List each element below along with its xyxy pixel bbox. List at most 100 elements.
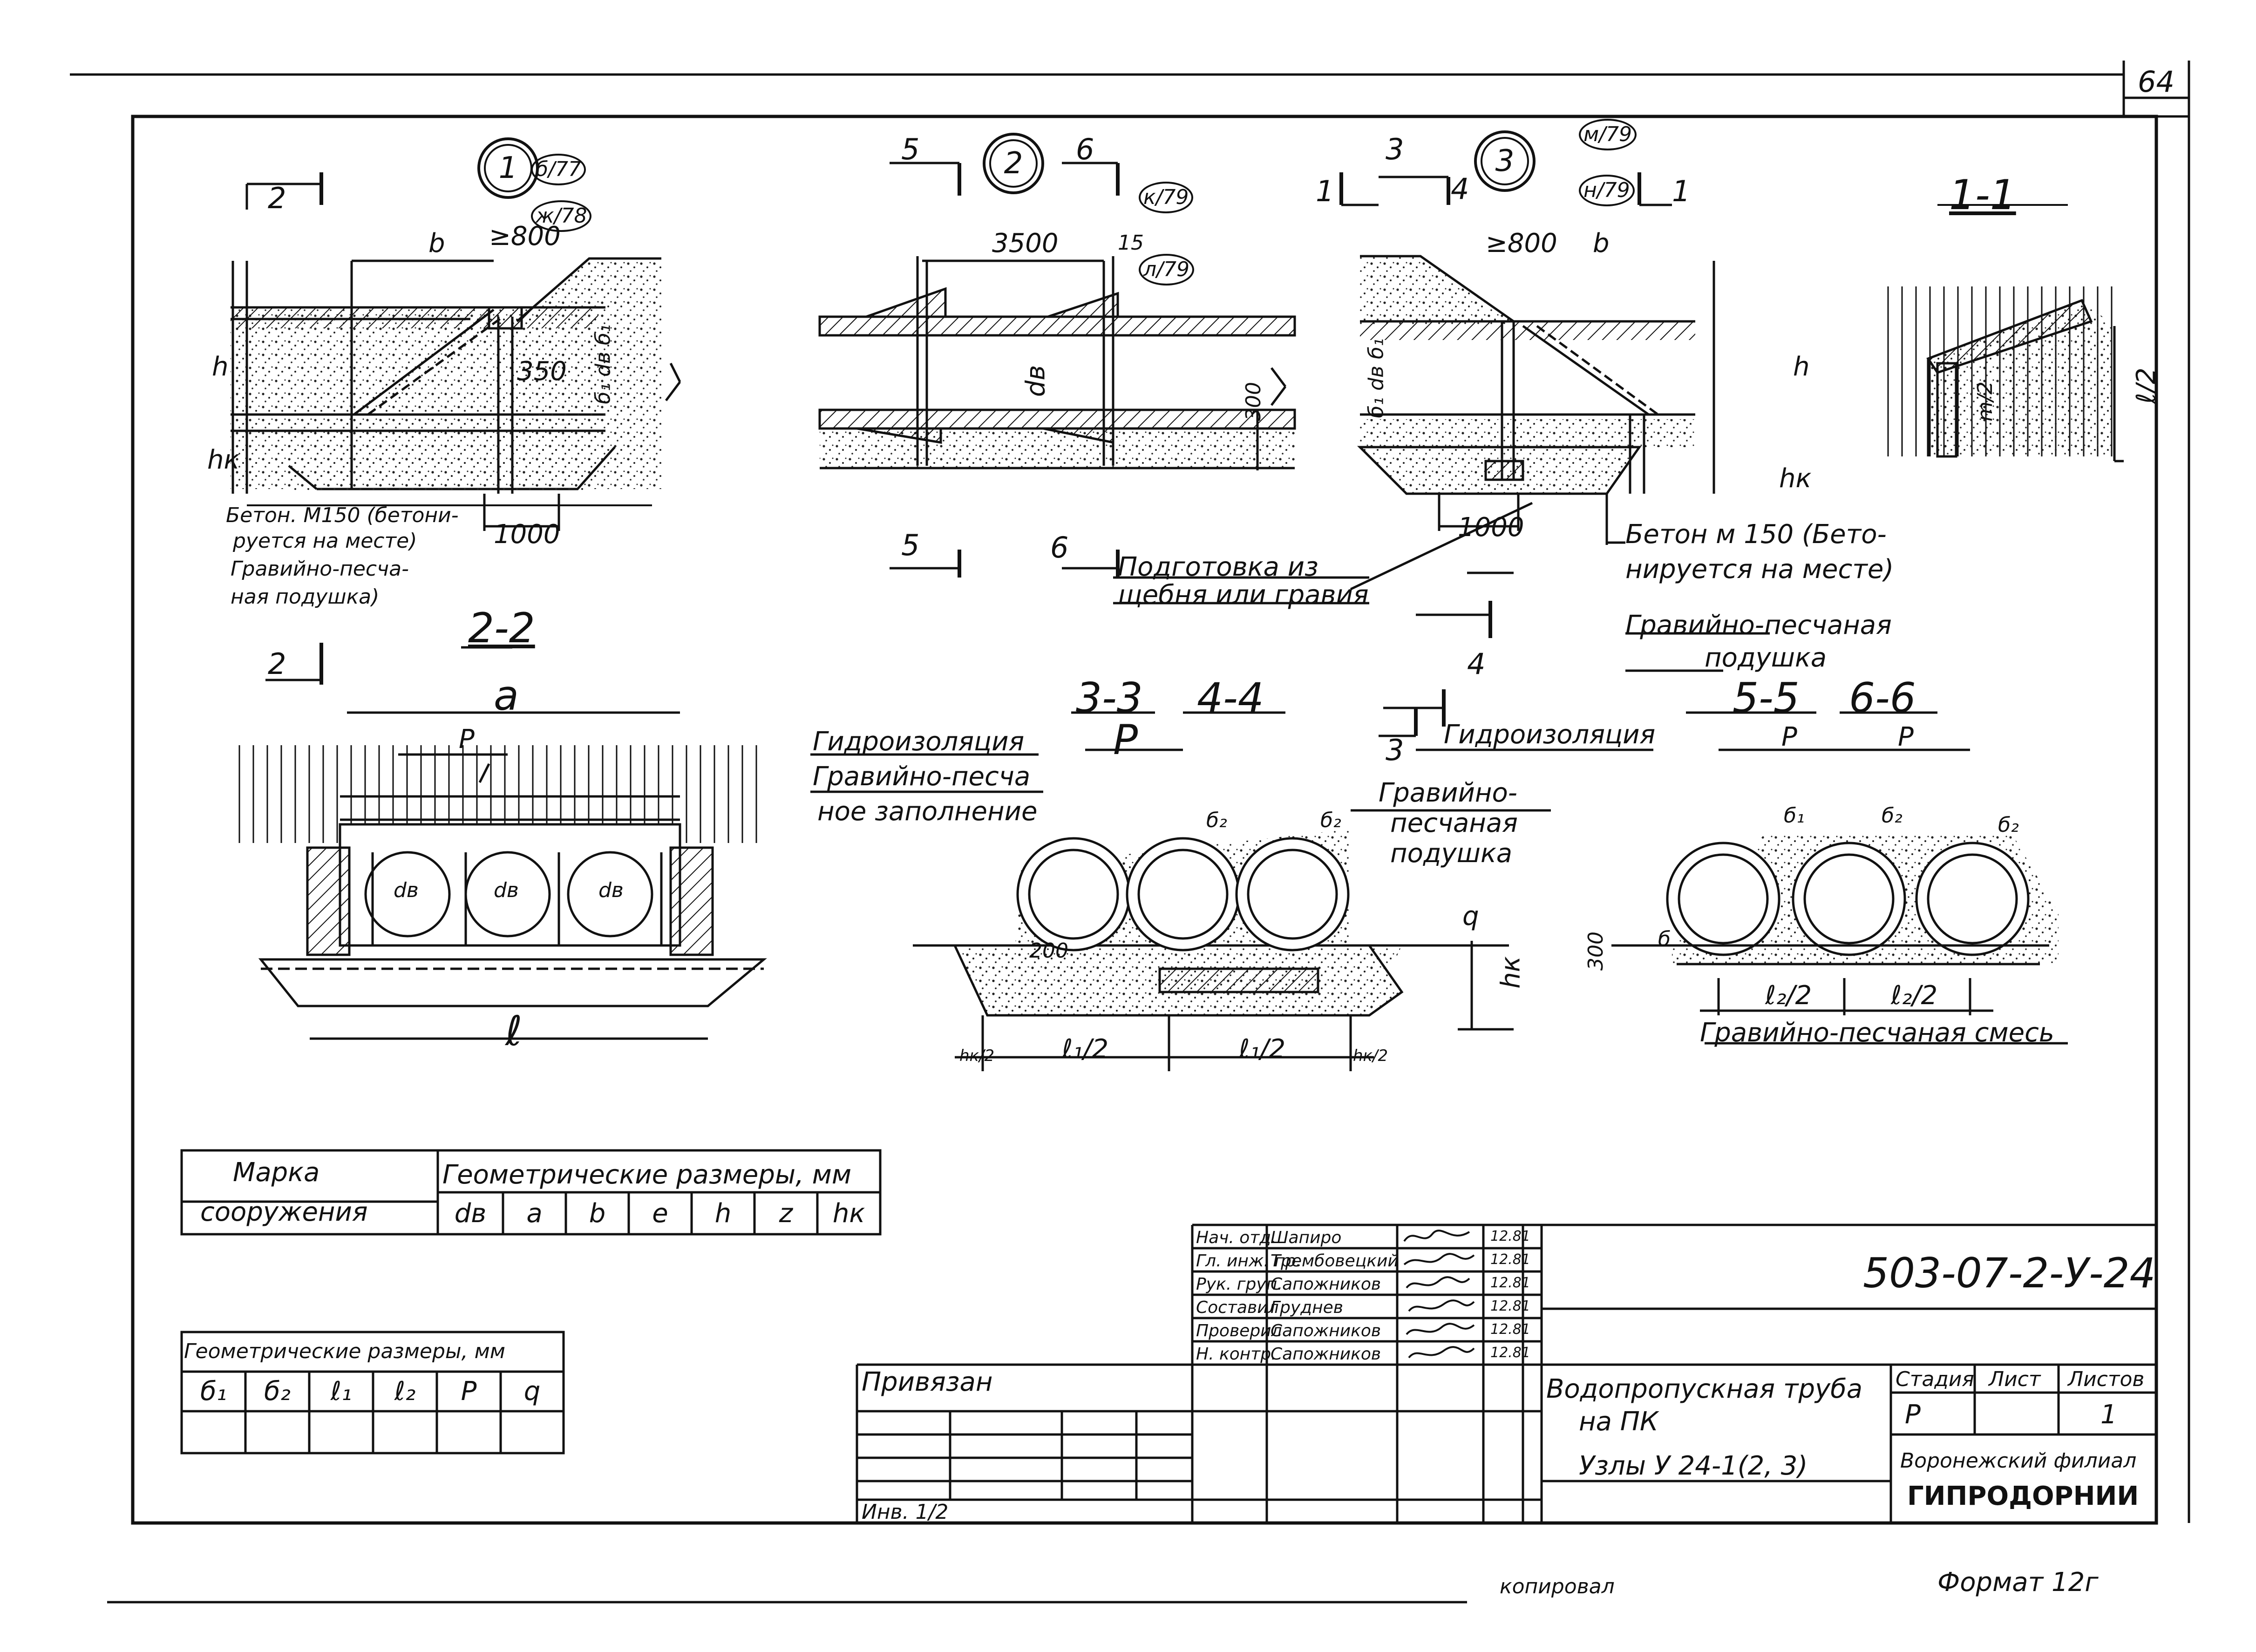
table2-col-l1: ℓ₁ bbox=[330, 1376, 352, 1407]
section-mark-1-left: 1 bbox=[1316, 174, 1334, 208]
tb-name-6: Сапожников bbox=[1271, 1345, 1381, 1364]
node-3-drawing bbox=[1339, 172, 1770, 727]
node-1-ref-b: ж/78 bbox=[531, 200, 592, 232]
tb-stage-header: Стадия bbox=[1896, 1367, 1974, 1391]
section-title-6-6: 6-6 bbox=[1849, 674, 1916, 722]
sheet-number: 64 bbox=[2138, 65, 2174, 99]
dim-1-b: b bbox=[428, 228, 445, 258]
node-1-marker: 1 bbox=[477, 137, 539, 199]
section-title-3-3: 3-3 bbox=[1076, 674, 1143, 722]
section-mark-2-bottom: 2 bbox=[268, 647, 286, 681]
tables-grid bbox=[180, 1149, 882, 1455]
note-1-concrete-2: руется на месте) bbox=[233, 529, 417, 553]
section-title-2-2: 2-2 bbox=[468, 604, 535, 652]
tb-role-5: Проверил bbox=[1196, 1321, 1282, 1340]
node-1-label: 1 bbox=[498, 151, 518, 185]
section-title-1-1: 1-1 bbox=[1949, 171, 2016, 219]
node-2-label: 2 bbox=[1004, 146, 1023, 181]
node-2-ref-a: к/79 bbox=[1139, 182, 1194, 213]
dim-33-b2-2: б₂ bbox=[1320, 809, 1341, 832]
dim-11-l2: ℓ/2 bbox=[2131, 367, 2161, 404]
table1-col-e: e bbox=[652, 1198, 668, 1229]
tb-name-3: Сапожников bbox=[1271, 1275, 1381, 1294]
drawing-code: 503-07-2-У-24 bbox=[1863, 1249, 2156, 1297]
tb-org-1: Воронежский филиал bbox=[1900, 1449, 2137, 1473]
tb-sheets-header: Листов bbox=[2068, 1367, 2145, 1391]
node-1-drawing bbox=[231, 172, 681, 531]
dim-2-15: 15 bbox=[1118, 231, 1144, 255]
tb-date-5: 12.81 bbox=[1490, 1321, 1530, 1338]
format-label: Формат 12г bbox=[1937, 1567, 2099, 1598]
table2-col-q: q bbox=[523, 1376, 541, 1407]
tb-sheet-value: 1 bbox=[2100, 1400, 2117, 1430]
tb-title-1: Водопропускная труба bbox=[1546, 1374, 1863, 1404]
copied-label: копировал bbox=[1500, 1575, 1615, 1598]
dim-3-side: б₁ dв б₁ bbox=[1364, 338, 1388, 418]
section-mark-3-top: 3 bbox=[1386, 132, 1404, 166]
tb-name-4: Груднев bbox=[1271, 1298, 1344, 1317]
note-2-prep: Подготовка из bbox=[1118, 552, 1318, 582]
note-4-fill-2: ное заполнение bbox=[817, 796, 1038, 827]
dim-55-p2: P bbox=[1898, 722, 1914, 752]
section-title-4-4: 4-4 bbox=[1197, 674, 1264, 722]
dim-3-1000: 1000 bbox=[1458, 512, 1524, 543]
dim-1-350: 350 bbox=[517, 356, 567, 387]
dim-1-hk: hк bbox=[207, 445, 240, 475]
section-mark-4-bottom: 4 bbox=[1467, 647, 1486, 681]
sheet-frame bbox=[70, 61, 2190, 1604]
dim-33-p: P bbox=[1113, 716, 1138, 764]
tb-stage-value: Р bbox=[1905, 1400, 1921, 1430]
table1-col-b: b bbox=[589, 1198, 606, 1229]
note-1-gravel: Гравийно-песча- bbox=[231, 557, 409, 581]
table1-col-a: a bbox=[526, 1198, 543, 1229]
section-5-5-6-6-drawing bbox=[1593, 711, 2068, 1045]
tb-date-3: 12.81 bbox=[1490, 1275, 1530, 1291]
section-mark-6-top: 6 bbox=[1076, 132, 1094, 166]
tb-name-1: Шапиро bbox=[1271, 1228, 1342, 1247]
note-4-hydro-2: Гидроизоляция bbox=[1444, 720, 1656, 750]
dim-11-m2: m/2 bbox=[1973, 381, 1997, 421]
node-2-drawing bbox=[818, 162, 1533, 605]
table2-col-p: P bbox=[461, 1376, 477, 1407]
tb-role-4: Составил bbox=[1196, 1298, 1279, 1317]
section-1-1-drawing bbox=[1882, 204, 2124, 462]
section-mark-2-top: 2 bbox=[268, 181, 286, 215]
dim-1-h: h bbox=[212, 352, 229, 382]
note-1-gravel-2: ная подушка) bbox=[231, 585, 380, 609]
dim-55-b1: б₁ bbox=[1784, 804, 1805, 828]
dim-1-800: ≥800 bbox=[489, 221, 561, 252]
dim-2-3500: 3500 bbox=[992, 228, 1059, 258]
table1-geom-label: Геометрические размеры, мм bbox=[442, 1160, 852, 1190]
dim-55-b2-1: б₂ bbox=[1882, 804, 1903, 828]
table2-col-b1: б₁ bbox=[200, 1376, 227, 1407]
table1-col-dv: dв bbox=[454, 1198, 487, 1229]
tb-date-2: 12.81 bbox=[1490, 1251, 1530, 1268]
table1-mark-label: Марка bbox=[233, 1157, 320, 1188]
note-2-prep-2: щебня или гравия bbox=[1118, 580, 1369, 610]
dim-22-p: P bbox=[459, 724, 475, 755]
dim-55-b: б bbox=[1658, 927, 1671, 951]
dim-22-dv-2: dв bbox=[494, 878, 519, 902]
section-mark-5-bottom: 5 bbox=[901, 528, 920, 562]
dim-3-b: b bbox=[1593, 228, 1610, 258]
tb-title-2: на ПК bbox=[1579, 1407, 1658, 1437]
dim-2-300: 300 bbox=[1241, 382, 1265, 421]
tb-date-1: 12.81 bbox=[1490, 1228, 1530, 1244]
table1-col-h: h bbox=[714, 1198, 732, 1229]
dim-55-l2: ℓ₂/2 bbox=[1891, 980, 1938, 1011]
dim-3-h: h bbox=[1793, 352, 1810, 382]
section-title-5-5: 5-5 bbox=[1733, 674, 1800, 722]
note-4-fill: Гравийно-песча bbox=[813, 761, 1031, 792]
tb-role-1: Нач. отд. bbox=[1196, 1228, 1277, 1247]
tb-date-4: 12.81 bbox=[1490, 1298, 1530, 1314]
table2-col-b2: б₂ bbox=[264, 1376, 291, 1407]
note-5-mix: Гравийно-песчаная смесь bbox=[1700, 1018, 2054, 1048]
tb-attached: Привязан bbox=[862, 1367, 993, 1397]
dim-55-b2-2: б₂ bbox=[1998, 813, 2019, 837]
tb-org-2: ГИПРОДОРНИИ bbox=[1907, 1481, 2139, 1511]
dim-1-side: б₁ dв б₁ bbox=[591, 324, 615, 404]
note-3-gravel-2: подушка bbox=[1705, 643, 1827, 673]
section-mark-5-top: 5 bbox=[901, 132, 920, 166]
